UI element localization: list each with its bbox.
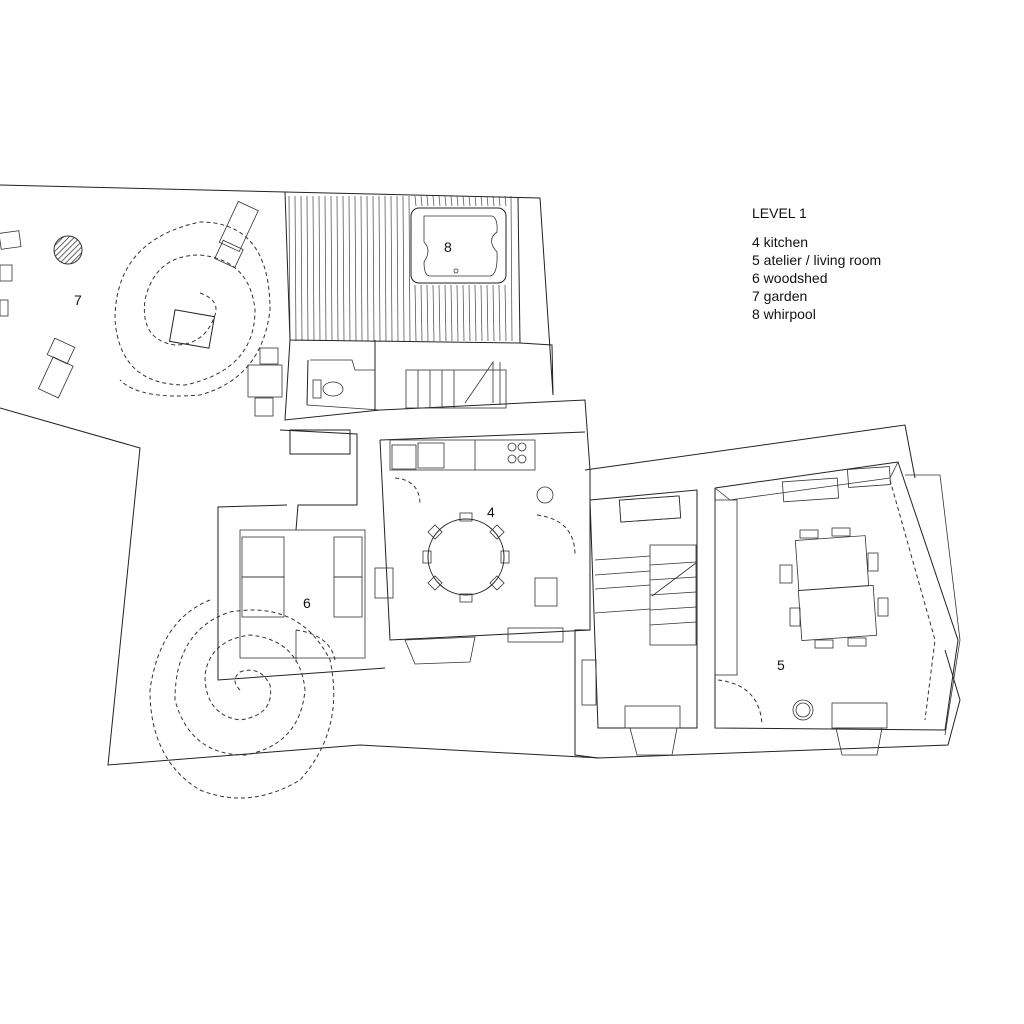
deck-board: [432, 284, 435, 342]
east-wing: [574, 424, 961, 759]
stove: [507, 442, 527, 464]
deck-board: [396, 195, 399, 342]
deck-board: [318, 195, 321, 342]
legend-item: 7 garden: [752, 288, 808, 304]
deck-board: [354, 195, 357, 342]
deck-board: [510, 195, 513, 342]
deck-board: [342, 195, 345, 342]
deck-board: [408, 195, 411, 342]
deck-board: [492, 284, 495, 342]
room-label-atelier: 5: [777, 657, 785, 673]
garden-paths: [114, 221, 335, 799]
room-label-kitchen: 4: [487, 504, 495, 520]
deck-board: [444, 284, 447, 342]
kitchen: [374, 431, 591, 665]
deck-board: [504, 284, 507, 342]
deck-board: [414, 195, 417, 207]
deck-board: [474, 195, 477, 207]
room-label-whirpool: 8: [444, 239, 452, 255]
deck-board: [486, 284, 489, 342]
deck-board: [336, 195, 339, 342]
deck-board: [498, 284, 501, 342]
deck-board: [420, 284, 423, 342]
deck-board: [312, 195, 315, 342]
legend-item: 4 kitchen: [752, 234, 809, 250]
deck-board: [474, 284, 477, 342]
deck-board: [324, 195, 327, 342]
deck-board: [456, 284, 459, 342]
deck-board: [504, 195, 507, 207]
dining-table: [779, 527, 889, 649]
room-label-garden: 7: [74, 292, 82, 308]
atelier: [618, 461, 961, 756]
deck-board: [450, 284, 453, 342]
deck-board: [462, 284, 465, 342]
deck-board: [498, 195, 501, 207]
woodshed: [217, 429, 386, 681]
deck-board: [438, 195, 441, 207]
deck-board: [414, 284, 417, 342]
deck-board: [288, 195, 291, 342]
legend-item: 8 whirpool: [752, 306, 816, 322]
legend-title: LEVEL 1: [752, 205, 807, 221]
stairs-east: [594, 544, 697, 646]
deck-board: [486, 195, 489, 207]
deck-board: [366, 195, 369, 342]
deck-board: [348, 195, 351, 342]
whirlpool: [410, 207, 507, 284]
deck-board: [462, 195, 465, 207]
deck-board: [438, 284, 441, 342]
deck-board: [360, 195, 363, 342]
room-label-woodshed: 6: [303, 595, 311, 611]
deck-board: [456, 195, 459, 207]
deck-board: [426, 195, 429, 207]
stairs-north: [405, 360, 507, 409]
deck-board: [402, 195, 405, 342]
deck-board: [390, 195, 393, 342]
deck-board: [300, 195, 303, 342]
deck-board: [426, 284, 429, 342]
deck-board: [468, 284, 471, 342]
round-table: [422, 512, 510, 603]
deck-board: [468, 195, 471, 207]
site-boundary: [0, 184, 601, 766]
deck-board: [378, 195, 381, 342]
deck-outline: [284, 191, 521, 344]
legend-item: 6 woodshed: [752, 270, 828, 286]
wooden-deck: [288, 195, 513, 342]
legend-item: 5 atelier / living room: [752, 252, 882, 268]
deck-board: [492, 195, 495, 207]
legend: LEVEL 1 4 kitchen 5 atelier / living roo…: [752, 205, 881, 323]
deck-board: [372, 195, 375, 342]
deck-board: [306, 195, 309, 342]
deck-board: [480, 284, 483, 342]
deck-board: [432, 195, 435, 207]
deck-board: [444, 195, 447, 207]
service-block: [284, 339, 591, 471]
deck-board: [480, 195, 483, 207]
deck-board: [294, 195, 297, 342]
garden-furniture: [0, 200, 283, 417]
deck-board: [420, 195, 423, 207]
deck-board: [450, 195, 453, 207]
deck-board: [330, 195, 333, 342]
deck-board: [384, 195, 387, 342]
